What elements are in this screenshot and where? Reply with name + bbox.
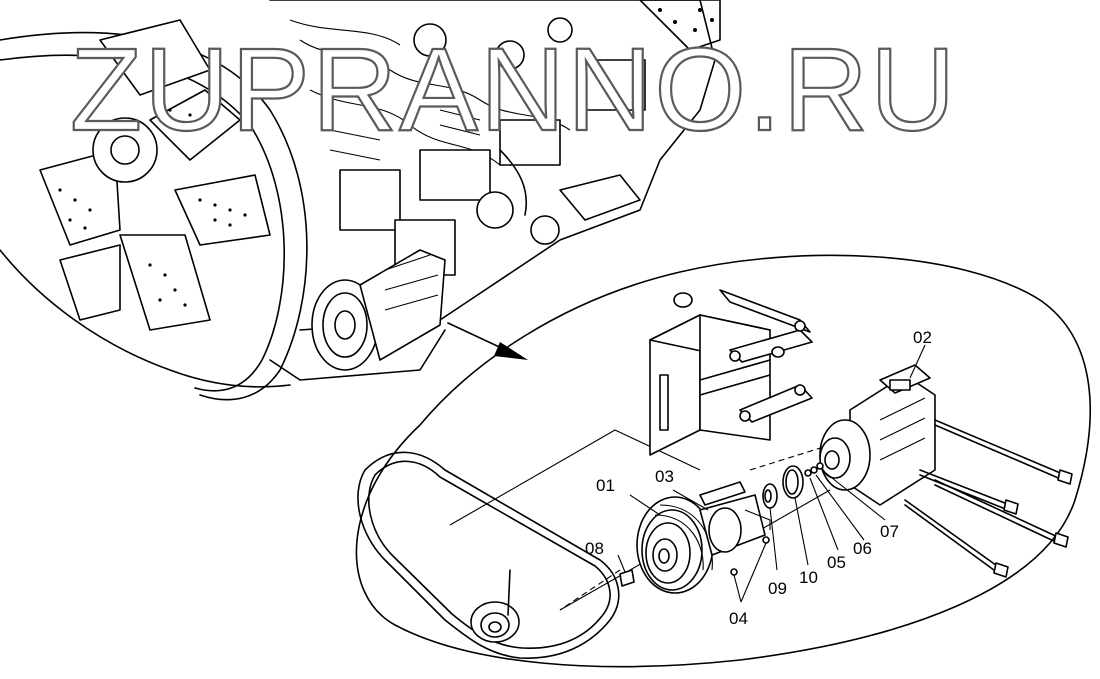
mounting-bracket <box>649 289 813 456</box>
watermark-text: ZUPRANNO.RU <box>70 24 957 156</box>
engine-block <box>269 0 721 381</box>
detail-bubble: 01 02 03 04 05 06 07 08 09 10 <box>355 254 1092 668</box>
callout-08: 08 <box>585 539 604 558</box>
crank-pulley <box>470 569 520 643</box>
callout-03: 03 <box>655 467 674 486</box>
ac-compressor <box>819 364 936 506</box>
callout-06: 06 <box>853 539 872 558</box>
callout-10: 10 <box>799 568 818 587</box>
fan-blades <box>39 19 271 331</box>
engine-compressor <box>311 249 446 371</box>
engine-assembly <box>0 0 721 401</box>
leader-lines <box>617 344 926 603</box>
small-parts <box>619 462 824 587</box>
callout-05: 05 <box>827 553 846 572</box>
callout-04: 04 <box>729 609 748 628</box>
mounting-bolts <box>904 419 1073 578</box>
callout-02: 02 <box>913 328 932 347</box>
drive-belt <box>357 451 620 659</box>
callout-07: 07 <box>880 522 899 541</box>
detail-pointer-arrow <box>447 322 528 360</box>
callout-01: 01 <box>596 476 615 495</box>
field-coil <box>699 481 771 556</box>
callout-labels: 01 02 03 04 05 06 07 08 09 10 <box>585 328 932 628</box>
callout-09: 09 <box>768 579 787 598</box>
